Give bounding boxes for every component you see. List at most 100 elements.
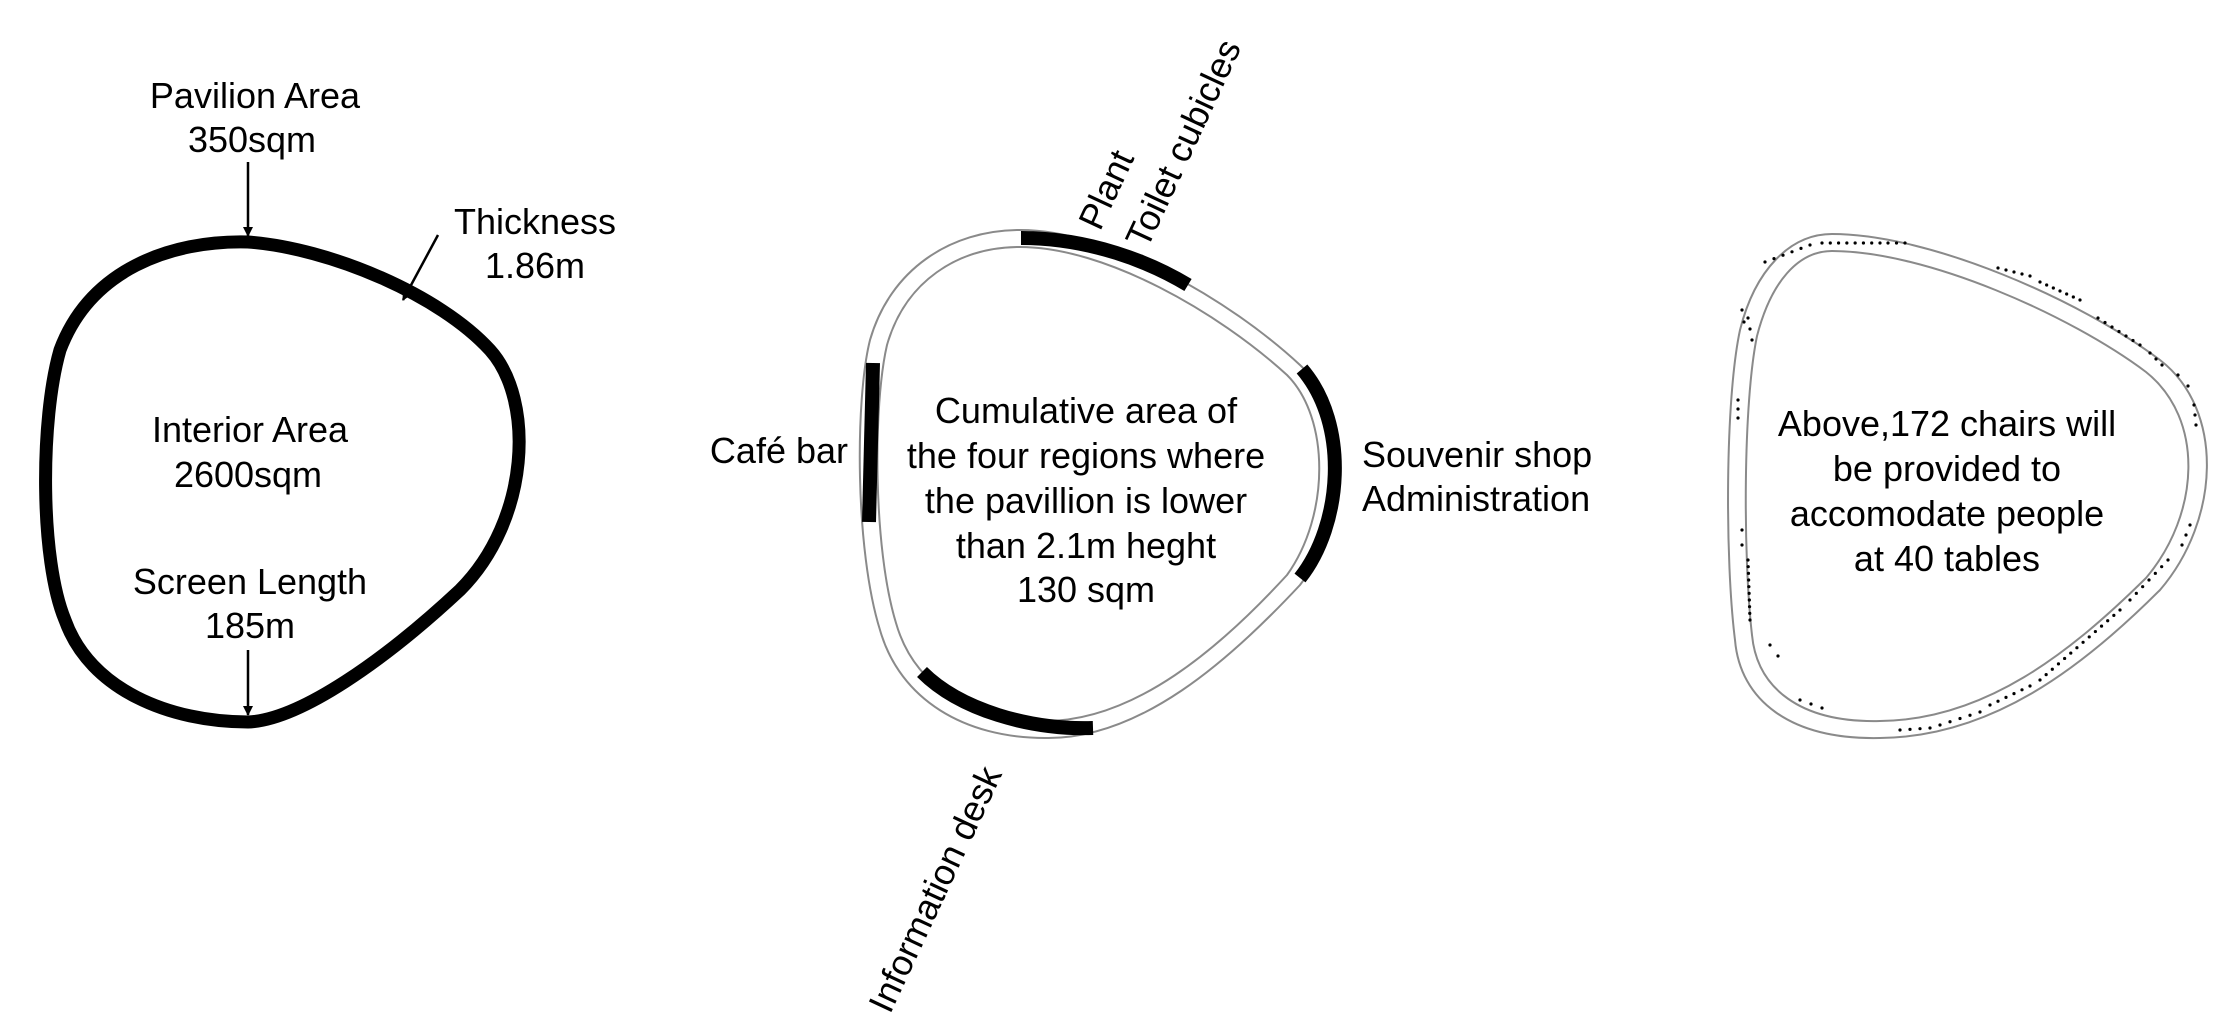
- interior-area-value: 2600sqm: [174, 454, 322, 495]
- screen-length-label: Screen Length: [133, 561, 367, 602]
- chair-dot: [1763, 260, 1767, 264]
- center-text-line-2: the four regions where: [907, 435, 1265, 476]
- chair-dot: [1747, 591, 1751, 595]
- chair-dot: [1790, 250, 1794, 254]
- chair-dot: [2071, 295, 2075, 299]
- chair-dot: [2058, 289, 2062, 293]
- chair-dot: [1903, 241, 1907, 245]
- chair-dot: [1938, 723, 1942, 727]
- chair-dot: [1736, 398, 1740, 402]
- chair-dot: [2004, 268, 2008, 272]
- interior-area-label: Interior Area: [152, 409, 349, 450]
- chair-dot: [1746, 316, 1750, 320]
- panel-pavilion-dimensions: Pavilion Area 350sqm Thickness 1.86m Int…: [39, 75, 616, 729]
- thickness-label: Thickness: [454, 201, 616, 242]
- chair-dot: [2038, 280, 2042, 284]
- chair-dot: [1736, 407, 1740, 411]
- pavilion-ring-thin-outline: [1727, 232, 2208, 740]
- chair-dot: [2193, 413, 2197, 417]
- center-text-line-3: the pavillion is lower: [925, 480, 1247, 521]
- chair-dot: [1809, 702, 1813, 706]
- segment-souvenir-administration: [1294, 364, 1342, 583]
- chair-dot: [2020, 272, 2024, 276]
- chair-dot: [1898, 728, 1902, 732]
- chair-dot: [1886, 241, 1890, 245]
- chair-dot: [1808, 243, 1812, 247]
- label-administration: Administration: [1362, 478, 1590, 519]
- chair-dot: [2012, 270, 2016, 274]
- chair-dot: [1748, 618, 1752, 622]
- chair-dot: [2128, 598, 2132, 602]
- low-height-segments: [862, 231, 1342, 736]
- chair-dot: [1748, 327, 1752, 331]
- chair-dot: [1908, 727, 1912, 731]
- label-toilet-cubicles: Toilet cubicles: [1117, 33, 1249, 253]
- chair-dot: [1798, 698, 1802, 702]
- segment-information-desk: [917, 666, 1094, 736]
- chair-dot: [2087, 635, 2091, 639]
- chair-dot: [1996, 699, 2000, 703]
- chair-dot: [2051, 286, 2055, 290]
- chair-dot: [1747, 578, 1751, 582]
- chair-dot: [2063, 656, 2067, 661]
- chair-dot: [1781, 253, 1785, 257]
- regions-center-text: Cumulative area of the four regions wher…: [907, 390, 1265, 610]
- chair-dot: [1750, 338, 1754, 342]
- chair-dot: [1747, 585, 1751, 589]
- chair-dot: [2154, 357, 2158, 361]
- chair-dot: [2192, 403, 2196, 407]
- pavilion-ring-outline: [39, 235, 526, 729]
- chair-dot: [2176, 373, 2180, 377]
- chair-dot: [1768, 643, 1772, 647]
- chair-dot: [2044, 673, 2048, 677]
- chair-dot: [2050, 667, 2054, 671]
- chair-dot: [1736, 416, 1740, 420]
- chair-dot: [1861, 241, 1866, 245]
- chair-dot: [2180, 543, 2184, 547]
- chair-dot: [1853, 241, 1857, 245]
- chair-dot: [2081, 640, 2085, 644]
- seating-center-text: Above,172 chairs will be provided to acc…: [1778, 403, 2116, 579]
- chair-dot: [1978, 710, 1982, 714]
- label-cafe-bar: Café bar: [710, 430, 848, 471]
- chair-dot: [1996, 266, 2000, 270]
- chair-dot: [2117, 329, 2121, 334]
- chair-dot: [2093, 629, 2097, 634]
- chair-dot: [2028, 684, 2032, 688]
- chair-dot: [2112, 613, 2116, 617]
- thickness-value: 1.86m: [485, 245, 585, 286]
- chair-dot: [1740, 543, 1744, 547]
- segment-cafe-bar: [862, 362, 880, 523]
- chair-dot: [2134, 591, 2138, 595]
- center-text-line-1: Cumulative area of: [935, 390, 1238, 431]
- chair-dot: [2186, 384, 2190, 388]
- chair-dot: [1836, 241, 1841, 245]
- chair-dot: [1748, 611, 1752, 615]
- chair-dot: [2160, 565, 2164, 569]
- chair-dot: [1958, 716, 1962, 721]
- chair-dot: [1870, 241, 1874, 245]
- chair-dot: [2124, 334, 2128, 338]
- chair-dot: [2038, 678, 2042, 682]
- chair-dot: [1747, 605, 1752, 609]
- chair-dot: [2110, 325, 2114, 329]
- chair-dot: [1820, 241, 1824, 245]
- chair-dot: [1776, 654, 1780, 658]
- chair-dot: [2078, 298, 2082, 302]
- chair-dot: [2012, 692, 2016, 696]
- label-souvenir-shop: Souvenir shop: [1362, 434, 1592, 475]
- chair-dot: [2028, 274, 2032, 278]
- chair-dot: [2020, 688, 2024, 692]
- chair-dot: [1799, 246, 1803, 250]
- chair-dot: [1772, 257, 1776, 261]
- chair-dot: [1747, 598, 1751, 602]
- ring-outer-line: [858, 228, 1339, 740]
- thickness-arrow: [401, 234, 440, 301]
- chair-dot: [1742, 320, 1746, 324]
- seating-text-line-3: accomodate people: [1790, 493, 2104, 534]
- chair-dot: [1878, 241, 1882, 245]
- chair-dot: [2166, 558, 2170, 562]
- chair-dot: [2045, 283, 2049, 287]
- chair-dot: [2004, 695, 2008, 700]
- chair-dot: [2147, 578, 2151, 582]
